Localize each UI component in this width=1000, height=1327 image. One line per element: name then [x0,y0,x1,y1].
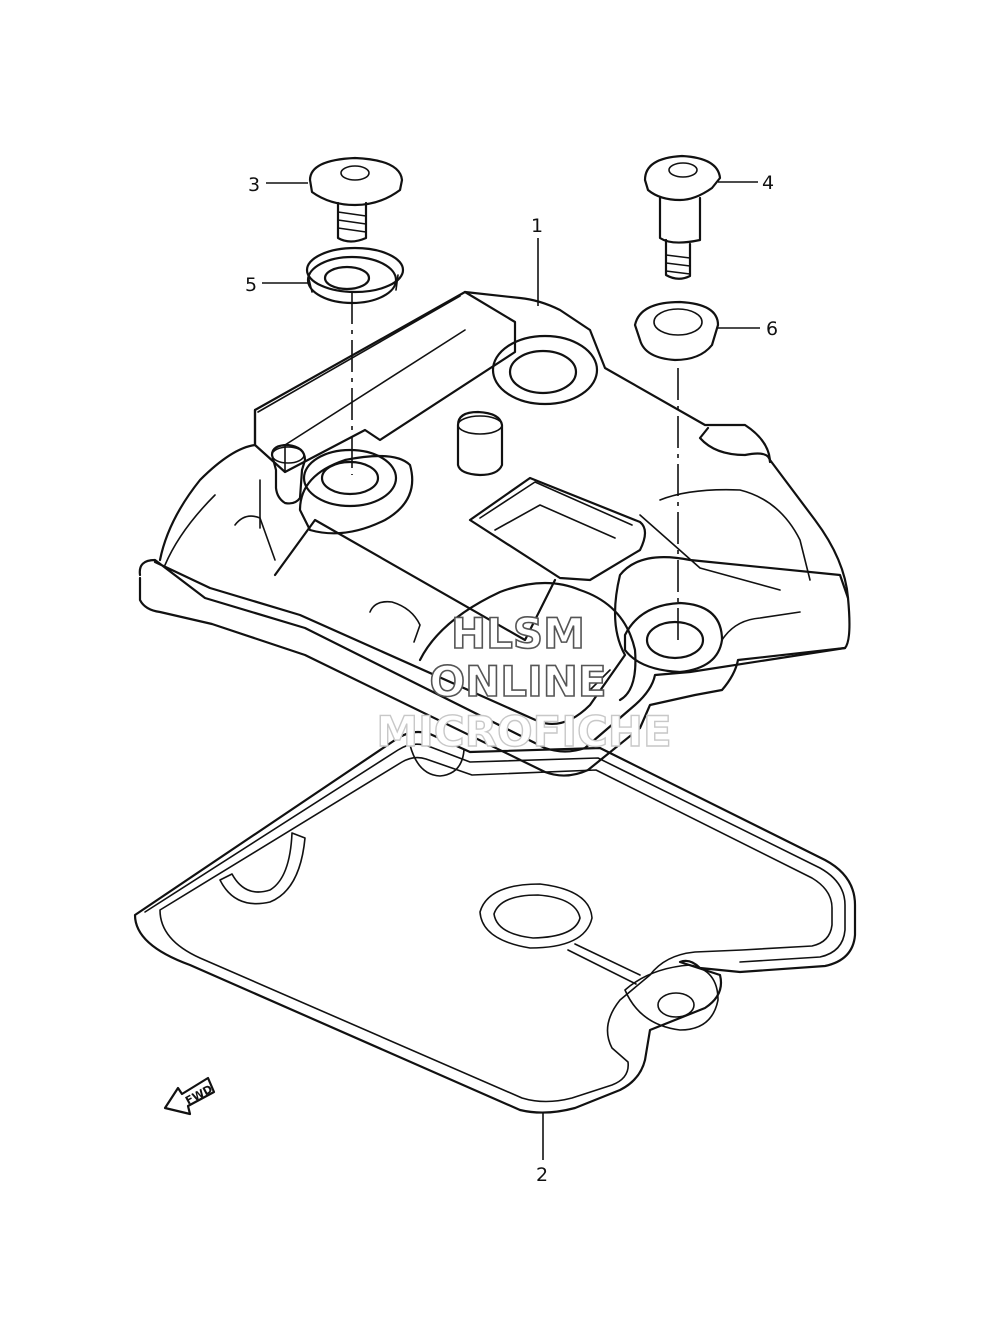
callout-3: 3 [248,174,260,196]
watermark: HLSM ONLINE MICROFICHE [376,608,673,757]
watermark-line-1: HLSM [451,609,585,658]
part-cylinder-head-cover[interactable] [138,290,851,777]
part-grommet-right[interactable] [633,300,720,362]
part-grommet-washer-left[interactable] [305,246,405,305]
part-cover-gasket[interactable] [133,730,857,1114]
watermark-line-2: ONLINE [429,657,606,706]
callout-labels: 1 2 3 4 5 6 [245,172,778,1186]
forward-arrow-icon [163,1076,216,1116]
part-bolt-left[interactable] [308,156,404,243]
callout-5: 5 [245,274,257,296]
watermark-line-3: MICROFICHE [376,707,671,756]
callout-1: 1 [531,215,543,237]
assembly-center-lines [351,292,679,640]
leader-lines [262,181,760,1160]
callout-2: 2 [536,1164,548,1186]
callout-6: 6 [766,318,778,340]
part-bolt-right[interactable] [643,154,722,280]
forward-label: FWD [183,1082,215,1107]
forward-direction-marker: FWD [163,1076,216,1116]
callout-4: 4 [762,172,774,194]
